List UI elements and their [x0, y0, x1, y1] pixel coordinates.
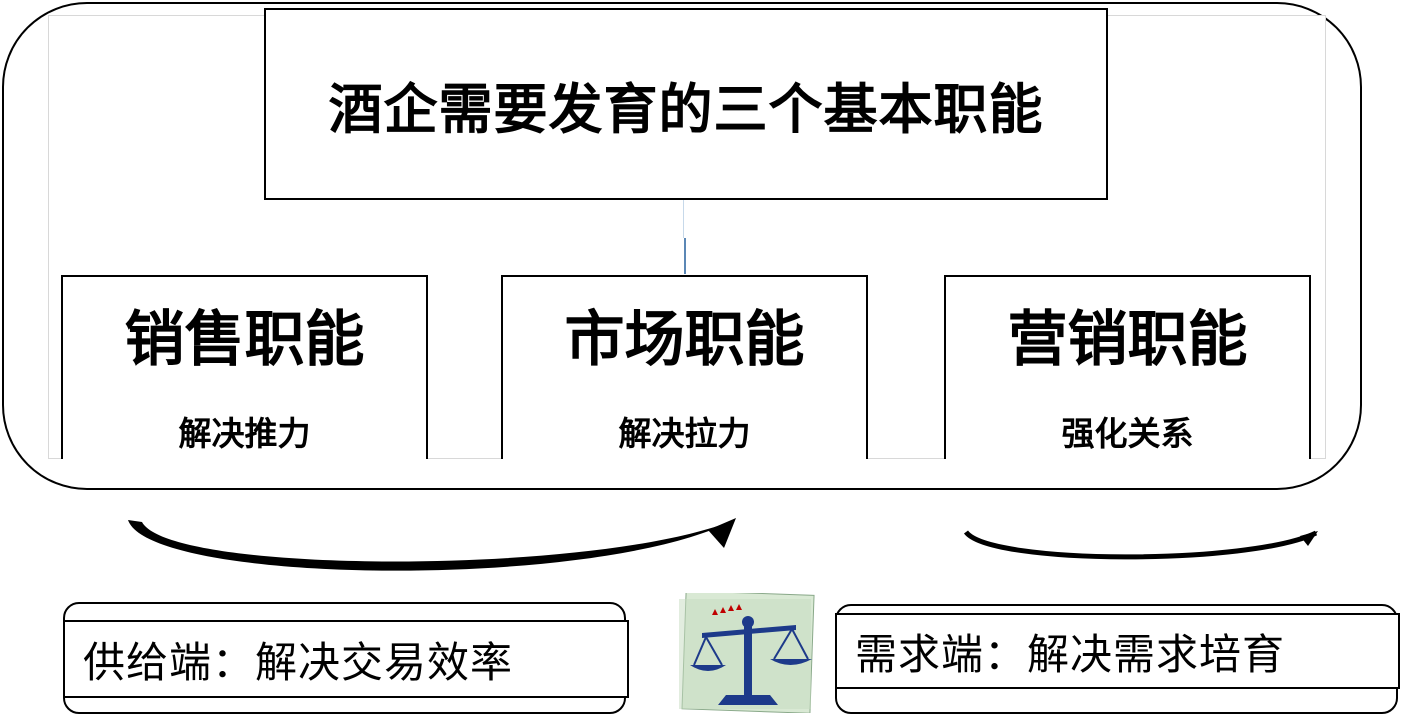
- left-arrow-head: [708, 518, 736, 548]
- market-function-box: 市场职能 解决拉力: [501, 275, 868, 459]
- balance-scale-icon: [679, 593, 815, 713]
- right-curved-arrow: [963, 530, 1318, 560]
- function-role: 解决拉力: [618, 414, 751, 453]
- left-curved-arrow: [128, 518, 736, 571]
- right-arrow-head: [1300, 531, 1318, 546]
- function-role: 强化关系: [1061, 414, 1194, 453]
- function-title: 销售职能: [124, 305, 365, 375]
- marketing-function-box: 营销职能 强化关系: [944, 275, 1311, 459]
- curved-arrows: [128, 518, 1318, 571]
- sales-function-box: 销售职能 解决推力: [61, 275, 428, 459]
- connector-line: [684, 238, 686, 274]
- right-arrow-body: [963, 530, 1318, 560]
- demand-side-label: 需求端：解决需求培育: [835, 613, 1400, 689]
- function-title: 市场职能: [564, 305, 805, 375]
- function-role: 解决推力: [178, 414, 311, 453]
- connector-line-top: [683, 200, 684, 238]
- left-arrow-body: [128, 520, 734, 571]
- function-title: 营销职能: [1007, 305, 1248, 375]
- diagram-title: 酒企需要发育的三个基本职能: [264, 8, 1108, 200]
- supply-side-label: 供给端：解决交易效率: [63, 620, 629, 698]
